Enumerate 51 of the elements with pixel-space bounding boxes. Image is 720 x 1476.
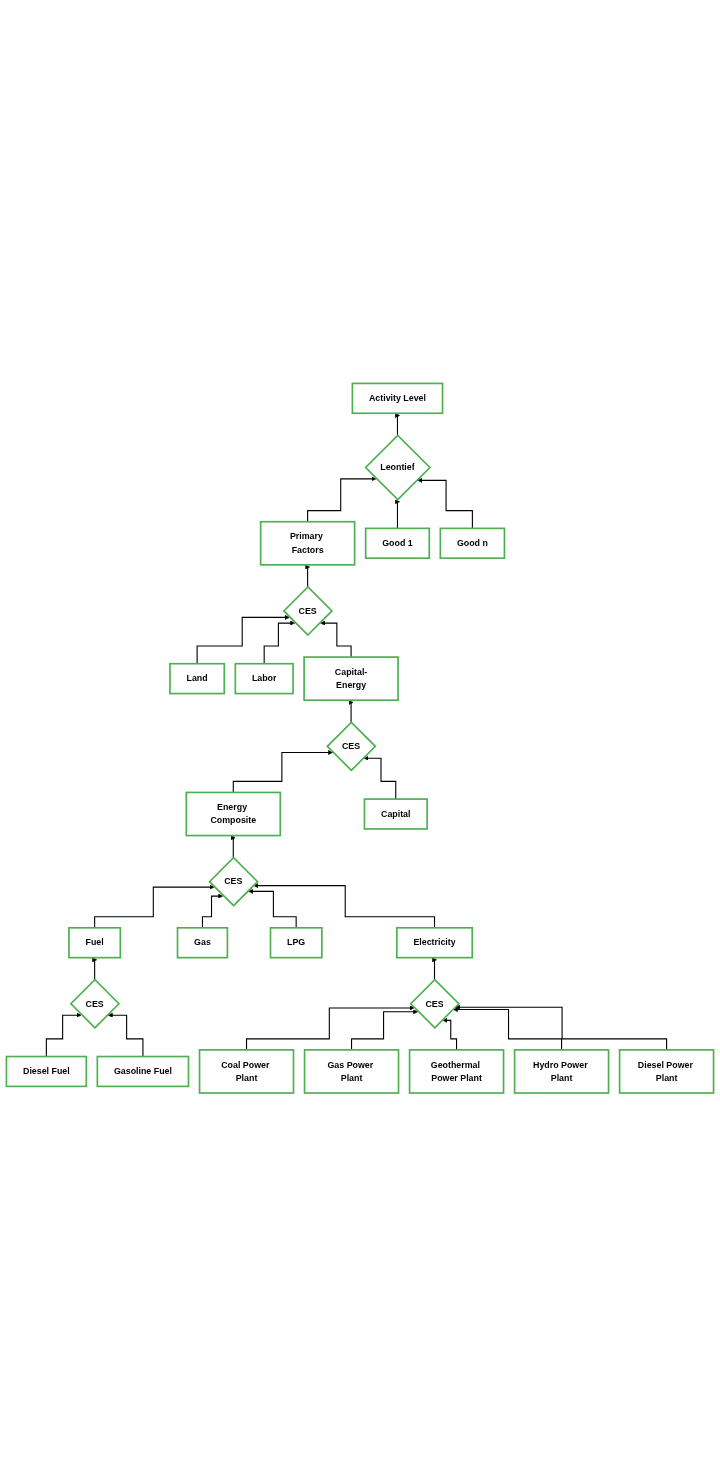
node-box: Coal Power Plant [198,1048,295,1094]
arrow [196,614,290,665]
node-box: Electricity [395,926,474,959]
node-box: Gasoline Fuel [96,1055,190,1087]
arrow [45,1012,82,1057]
node-box: Hydro Power Plant [513,1048,610,1094]
node-diamond: CES [208,856,259,907]
arrow [320,620,352,658]
node-diamond: CES [326,720,377,772]
arrow [201,893,223,929]
arrow [248,888,297,929]
arrow [92,957,98,981]
node-box: Activity Level [351,382,444,414]
arrow [395,499,400,529]
node-box: Diesel Power Plant [618,1048,715,1094]
arrow [417,477,473,529]
arrow [351,1009,419,1051]
node-box: Diesel Fuel [5,1055,88,1087]
node-box: Good 1 [364,527,431,559]
arrow [432,957,437,981]
node-box: Good n [439,527,506,559]
arrow [442,1017,458,1051]
node-box: Gas Power Plant [303,1048,400,1094]
arrow [253,882,436,929]
arrow [455,1004,668,1051]
arrow [245,1005,415,1051]
arrow [232,749,333,793]
node-diamond: Leontief [364,434,432,501]
arrow [348,699,354,723]
node-box: Capital [363,798,428,830]
arrow [107,1012,144,1057]
arrow [453,1006,563,1051]
arrow [307,476,377,523]
arrow [263,620,296,665]
node-box: Labor [234,662,294,695]
node-box: Fuel [68,926,122,959]
arrow [94,884,215,929]
node-box: Geothermal Power Plant [408,1048,505,1094]
arrow [395,412,400,436]
node-diamond: CES [409,978,460,1029]
arrow [230,835,236,858]
node-diamond: CES [282,585,334,636]
node-box: Energy Composite [185,791,282,837]
arrow [363,755,397,800]
node-box: Primary Factors [259,520,356,566]
node-diamond: CES [69,978,121,1029]
node-box: Land [169,662,226,695]
arrow [305,564,311,588]
node-box: LPG [269,926,323,959]
node-box: Capital-Energy [303,656,399,701]
node-box: Gas [176,926,229,959]
